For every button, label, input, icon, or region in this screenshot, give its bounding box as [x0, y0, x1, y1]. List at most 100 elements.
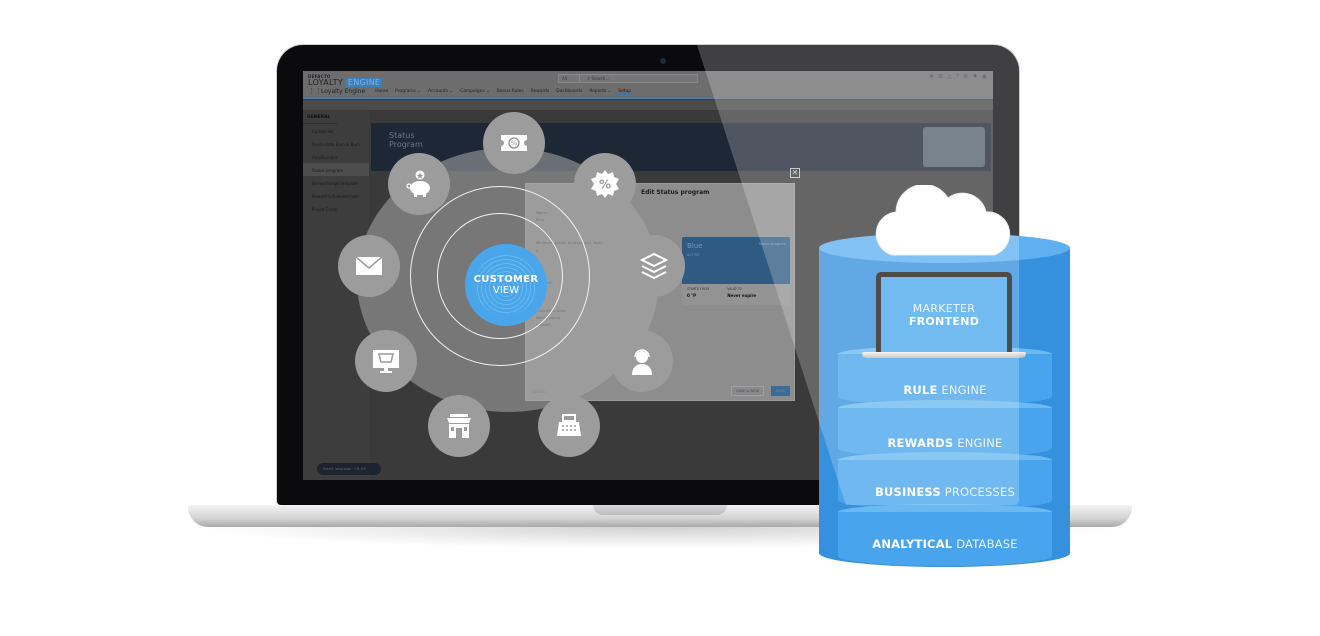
banner-title-line2: Program — [389, 140, 423, 149]
marketer-laptop-base — [862, 352, 1026, 358]
tier-label-rest: ENGINE — [937, 383, 987, 397]
eshop-satellite — [355, 330, 417, 392]
cloud-icon — [875, 185, 1011, 256]
laptop-camera — [660, 58, 666, 64]
close-icon[interactable]: ✕ — [790, 168, 800, 178]
card-program-link[interactable]: Status program — [758, 242, 786, 246]
support-satellite — [611, 330, 673, 392]
header-icons: ★ ⊞ △ ? ⚙ ♦ ◉ — [929, 73, 987, 80]
layers-satellite — [623, 235, 685, 297]
store-satellite — [428, 395, 490, 457]
tier-label-business: BUSINESS PROCESSES — [838, 485, 1052, 499]
frontend-line1: MARKETER — [912, 302, 976, 315]
app-name: Loyalty Engine — [321, 88, 366, 95]
nav-home[interactable]: Home — [375, 89, 389, 94]
register-satellite — [538, 395, 600, 457]
hub-outer-ring — [410, 186, 590, 366]
marketer-frontend-laptop: MARKETER FRONTEND — [876, 272, 1012, 356]
global-search[interactable]: All ⚲ Search... — [558, 74, 698, 83]
help-trailhead-icon[interactable]: △ — [947, 73, 952, 80]
sidebar-item-punch-cards[interactable]: Punch Cards — [312, 207, 337, 212]
cash-register-icon — [557, 414, 581, 436]
banner-title-line1: Status — [389, 131, 415, 140]
tier-label-analytical: ANALYTICAL DATABASE — [838, 537, 1052, 551]
nav-rewards[interactable]: Rewards — [530, 89, 550, 94]
tier-business-processes — [838, 460, 1052, 510]
brand-logo[interactable]: LOYALTY ENGINE — [308, 78, 383, 87]
help-icon[interactable]: ? — [955, 73, 959, 80]
hub-inner-ring — [437, 213, 563, 339]
sidebar-item-points-rate[interactable]: Points Rate Earn & Burn — [312, 142, 360, 147]
search-input[interactable]: Search... — [591, 76, 610, 81]
sidebar-item-status-program[interactable]: Status program — [303, 163, 369, 176]
nav-setup[interactable]: Setup — [618, 88, 632, 95]
tier-rewards-engine — [838, 408, 1052, 458]
nav-accounts[interactable]: Accounts ⌄ — [428, 89, 454, 94]
customer-support-agent-icon — [632, 349, 652, 375]
discount-satellite: % — [574, 153, 636, 215]
brand-company: DEFACTO — [308, 74, 331, 79]
nav-reports[interactable]: Reports ⌄ — [589, 89, 612, 94]
laptop-notch — [593, 505, 727, 515]
card-status-name: Blue — [687, 242, 703, 250]
nav-programs[interactable]: Programs ⌄ — [395, 89, 422, 94]
favorites-icon[interactable]: ★ — [928, 73, 935, 80]
banner-title: Status Program — [389, 131, 423, 149]
fingerprint-icon — [475, 254, 537, 316]
search-scope-select[interactable]: All — [562, 75, 580, 82]
tier-analytical-database — [838, 512, 1052, 566]
tier-label-bold: ANALYTICAL — [872, 537, 953, 551]
tier-label-rule: RULE ENGINE — [838, 383, 1052, 397]
nav-dashboards[interactable]: Dashboards — [556, 89, 583, 94]
customer-view-hub: CUSTOMER VIEW — [465, 244, 547, 326]
storefront-icon — [447, 414, 471, 438]
tier-label-rest: DATABASE — [952, 537, 1018, 551]
tier-label-bold: BUSINESS — [875, 485, 941, 499]
piggy-bank-satellite — [388, 153, 450, 215]
nav-bar: ⋮⋮ Loyalty Engine Home Programs ⌄ Accoun… — [303, 85, 993, 98]
save-and-new-button[interactable]: SAVE & NEW — [731, 386, 764, 396]
notifications-bell-icon[interactable]: ♦ — [972, 73, 978, 80]
sidebar-item-bonuschange-template[interactable]: Bonuschange template — [312, 181, 359, 186]
sidebar-title: GENERAL — [303, 110, 337, 124]
online-shop-monitor-icon — [373, 350, 399, 373]
starts-from-label: STARTS FROM — [687, 287, 710, 291]
save-button[interactable]: SAVE — [770, 386, 790, 396]
card-valid-to: VALID TO Never expire — [727, 287, 756, 298]
email-envelope-icon — [355, 256, 383, 275]
card-starts-from: STARTS FROM 0 °P — [687, 287, 709, 298]
sidebar-item-autonumber[interactable]: AutoNumber — [312, 155, 338, 160]
subheader — [303, 100, 993, 110]
app-launcher-icon[interactable]: ⋮⋮ — [308, 87, 322, 95]
layers-icon — [639, 252, 669, 280]
valid-to-value: Never expire — [727, 293, 757, 298]
svg-text:%: % — [511, 140, 518, 148]
tier-label-bold: REWARDS — [887, 436, 954, 450]
customer-view-line1: CUSTOMER — [473, 274, 539, 285]
email-satellite — [338, 235, 400, 297]
add-icon[interactable]: ⊞ — [938, 73, 944, 80]
brand-loyalty: LOYALTY — [308, 78, 343, 87]
banner-illustration — [923, 127, 985, 167]
discount-badge-icon: % — [591, 170, 619, 198]
sidebar-item-reward-jobs[interactable]: Reward Scheduled Jobs — [312, 194, 359, 199]
nav-bonus-rules[interactable]: Bonus Rules — [496, 89, 524, 94]
tier-label-rest: ENGINE — [953, 436, 1003, 450]
sidebar-item-currencies[interactable]: Currencies — [312, 129, 334, 134]
nav-campaigns[interactable]: Campaigns ⌄ — [460, 89, 490, 94]
frontend-line2: FRONTEND — [908, 315, 980, 328]
coupon-ticket-icon: % — [501, 135, 527, 151]
status-preview-card: Blue Status program ACTIVE STARTS FROM 0… — [682, 237, 790, 305]
starts-from-value: 0 °P — [687, 293, 697, 298]
language-selector[interactable]: Select language · EN-GB — [317, 463, 381, 475]
brand-engine: ENGINE — [345, 78, 383, 87]
tier-label-bold: RULE — [903, 383, 938, 397]
app-header: DEFACTO LOYALTY ENGINE All ⚲ Search... ★… — [303, 71, 993, 99]
piggy-bank-icon — [406, 170, 430, 197]
marketer-frontend-screen: MARKETER FRONTEND — [881, 277, 1007, 353]
dialog-title: Edit Status program — [641, 189, 710, 196]
avatar[interactable]: ◉ — [981, 73, 987, 80]
valid-to-label: VALID TO — [727, 287, 742, 291]
tier-label-rest: PROCESSES — [940, 485, 1015, 499]
setup-gear-icon[interactable]: ⚙ — [962, 73, 969, 80]
